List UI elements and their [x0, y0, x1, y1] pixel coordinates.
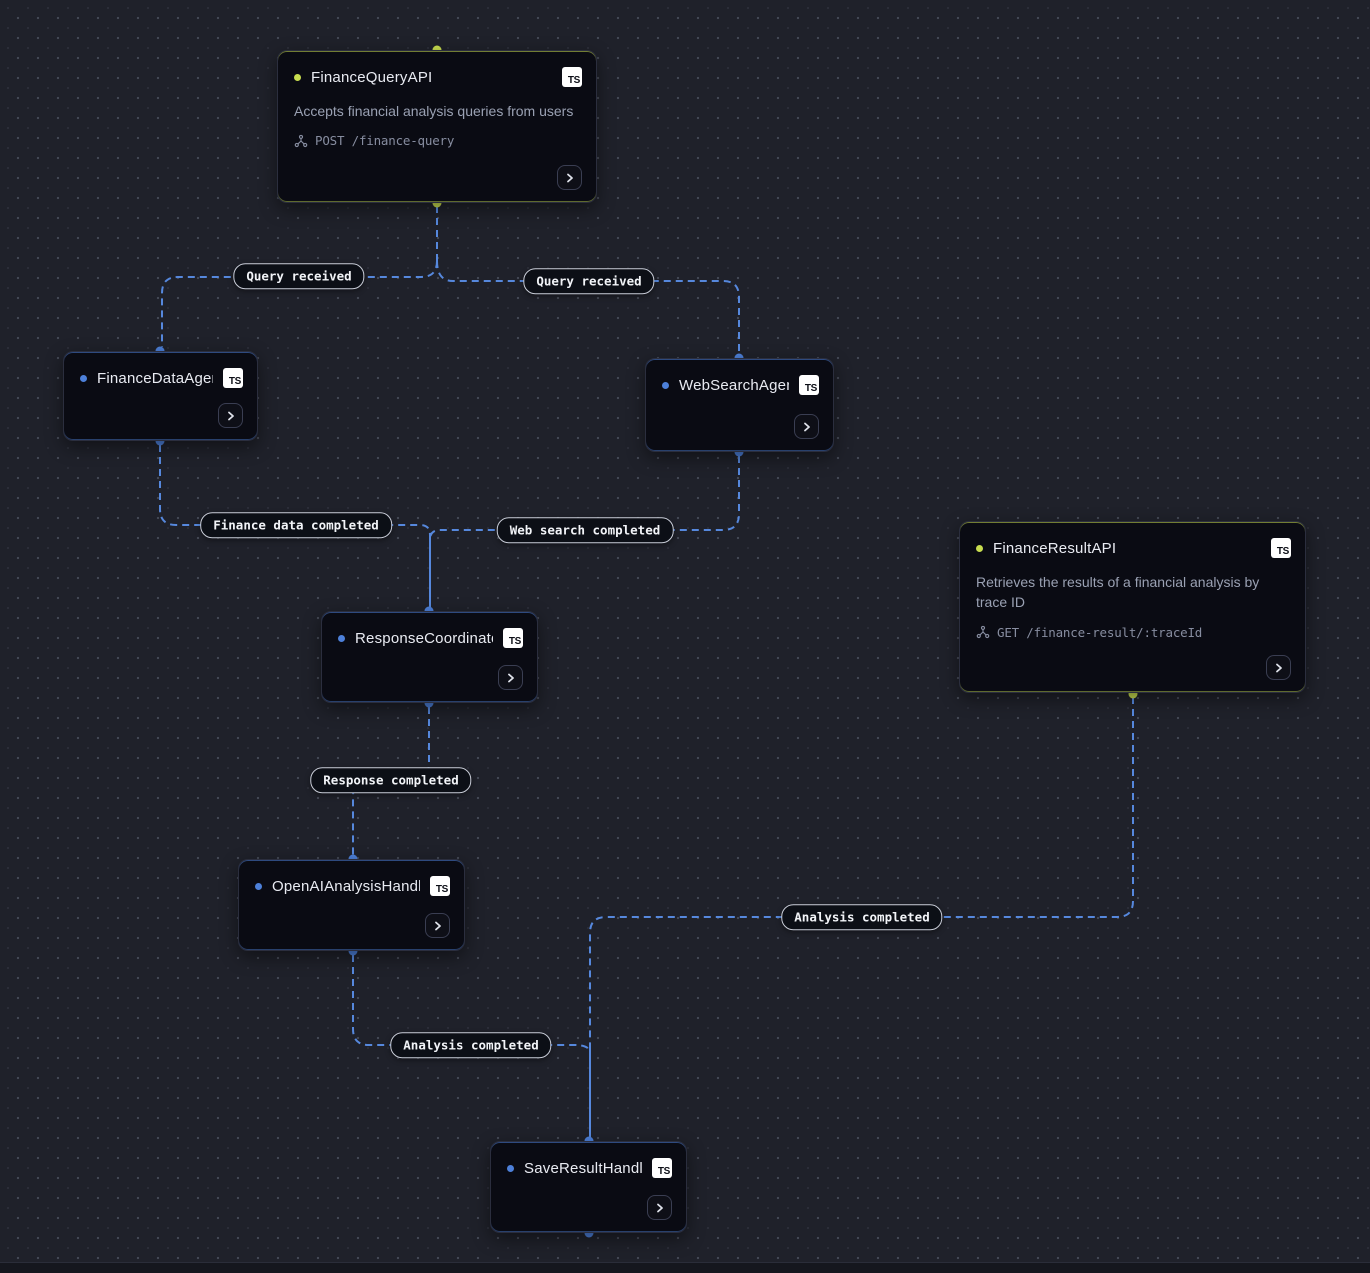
node-header: SaveResultHandler TS [491, 1142, 686, 1178]
chevron-right-icon [434, 921, 441, 930]
chevron-right-icon [507, 673, 514, 682]
typescript-badge-icon: TS [1271, 538, 1291, 558]
status-dot-icon [338, 634, 345, 642]
typescript-badge-icon: TS [503, 628, 523, 648]
node-title: WebSearchAgent [679, 376, 789, 394]
status-dot-icon [507, 1164, 514, 1172]
expand-node-button[interactable] [647, 1195, 672, 1220]
endpoint-text: POST /finance-query [315, 133, 455, 149]
chevron-right-icon [803, 422, 810, 431]
node-finance-query-api[interactable]: FinanceQueryAPI TS Accepts financial ana… [277, 50, 597, 203]
webhook-icon [976, 625, 990, 639]
expand-node-button[interactable] [794, 414, 819, 439]
endpoint-text: GET /finance-result/:traceId [997, 624, 1203, 640]
status-dot-icon [976, 544, 983, 552]
node-finance-result-api[interactable]: FinanceResultAPI TS Retrieves the result… [959, 521, 1306, 693]
canvas-bottom-edge [0, 1262, 1370, 1273]
typescript-badge-icon: TS [799, 375, 819, 395]
node-title: FinanceDataAgent [97, 369, 213, 387]
expand-node-button[interactable] [1266, 655, 1291, 680]
status-dot-icon [255, 882, 262, 890]
node-header: OpenAIAnalysisHandler TS [239, 860, 464, 896]
node-title: SaveResultHandler [524, 1159, 642, 1177]
edge-label-finance-data-completed: Finance data completed [200, 512, 392, 538]
typescript-badge-icon: TS [652, 1158, 672, 1178]
node-description: Retrieves the results of a financial ana… [976, 574, 1260, 611]
node-openai-analysis-handler[interactable]: OpenAIAnalysisHandler TS [238, 859, 465, 951]
node-response-coordinator[interactable]: ResponseCoordinator TS [321, 611, 538, 703]
edge-resultapi-to-merge [589, 697, 1134, 1046]
node-endpoint: GET /finance-result/:traceId [960, 613, 1305, 640]
edge-label-analysis-completed: Analysis completed [390, 1032, 552, 1058]
status-dot-icon [80, 374, 87, 382]
expand-node-button[interactable] [425, 913, 450, 938]
edge-label-query-received: Query received [523, 268, 655, 294]
node-save-result-handler[interactable]: SaveResultHandler TS [490, 1141, 687, 1233]
node-web-search-agent[interactable]: WebSearchAgent TS [645, 358, 834, 452]
node-header: FinanceQueryAPI TS [278, 51, 596, 87]
typescript-badge-icon: TS [223, 368, 243, 388]
webhook-icon [294, 134, 308, 148]
node-endpoint: POST /finance-query [278, 121, 596, 148]
typescript-badge-icon: TS [430, 876, 450, 896]
node-header: FinanceDataAgent TS [64, 352, 257, 388]
node-title: OpenAIAnalysisHandler [272, 877, 420, 895]
node-header: WebSearchAgent TS [646, 359, 833, 395]
edge-label-query-received: Query received [233, 263, 365, 289]
node-header: ResponseCoordinator TS [322, 612, 537, 648]
status-dot-icon [294, 73, 301, 81]
typescript-badge-icon: TS [562, 67, 582, 87]
edge-label-response-completed: Response completed [310, 767, 472, 793]
node-description: Accepts financial analysis queries from … [294, 103, 574, 119]
node-title: FinanceQueryAPI [311, 68, 433, 86]
chevron-right-icon [227, 411, 234, 420]
node-title: ResponseCoordinator [355, 629, 493, 647]
chevron-right-icon [566, 173, 573, 182]
expand-node-button[interactable] [218, 403, 243, 428]
node-finance-data-agent[interactable]: FinanceDataAgent TS [63, 351, 258, 441]
node-title: FinanceResultAPI [993, 539, 1117, 557]
edge-label-analysis-completed: Analysis completed [781, 904, 943, 930]
expand-node-button[interactable] [498, 665, 523, 690]
chevron-right-icon [656, 1203, 663, 1212]
edge-label-web-search-completed: Web search completed [496, 517, 674, 543]
expand-node-button[interactable] [557, 165, 582, 190]
chevron-right-icon [1275, 663, 1282, 672]
node-header: FinanceResultAPI TS [960, 522, 1305, 558]
status-dot-icon [662, 381, 669, 389]
